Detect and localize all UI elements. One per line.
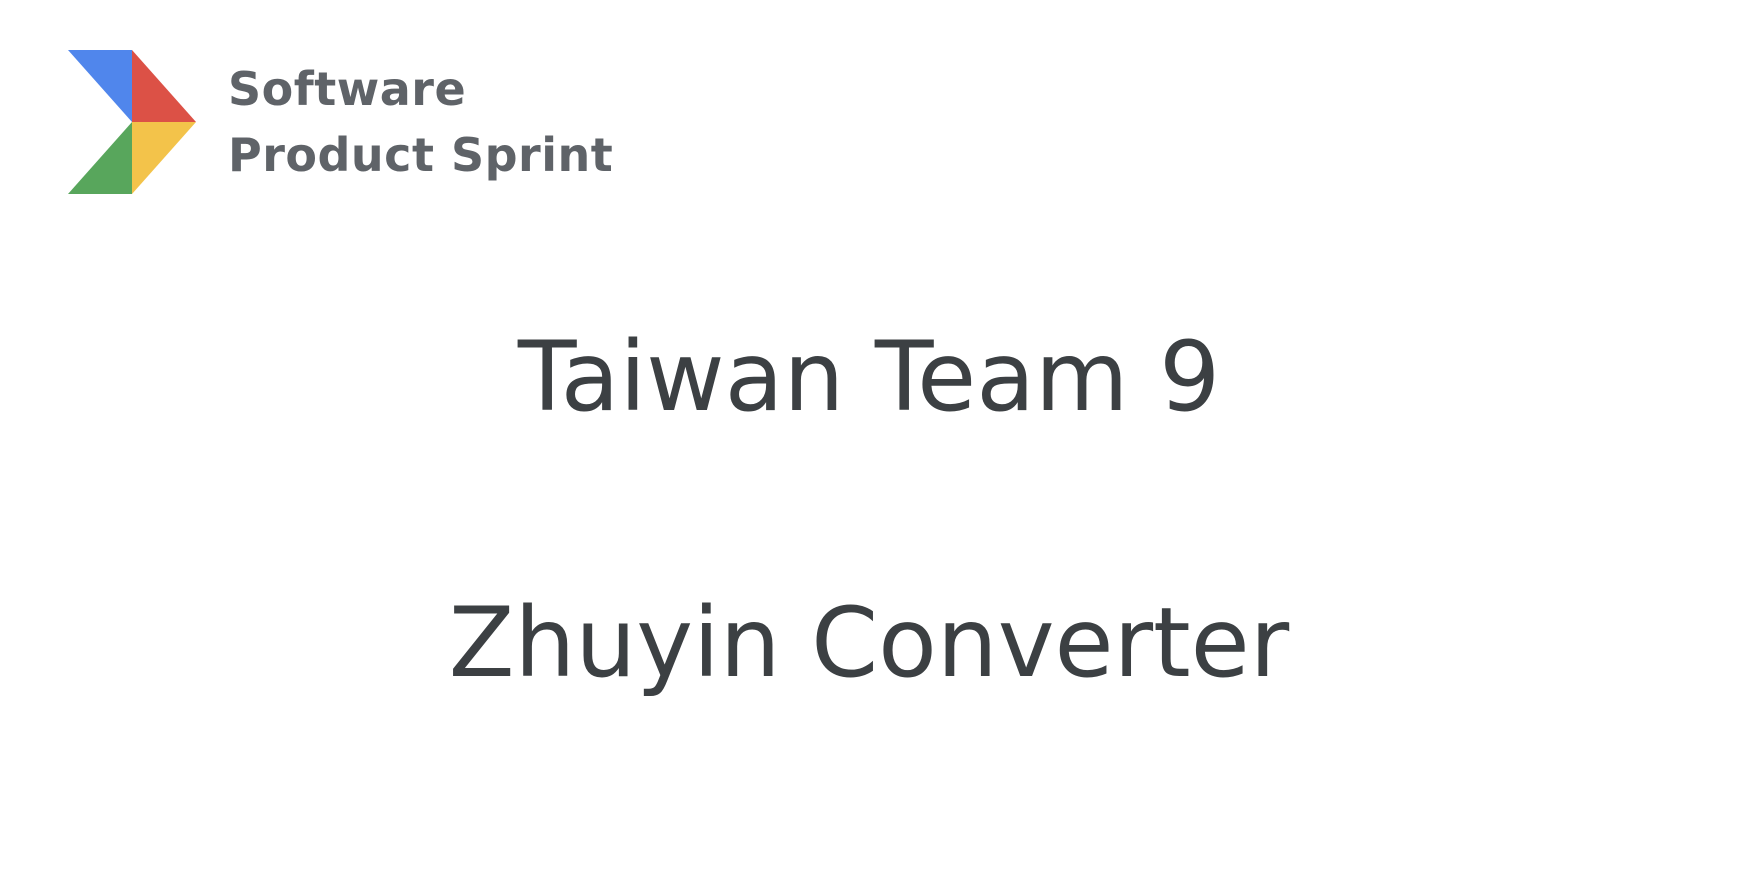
logo-green-triangle	[68, 122, 132, 194]
logo-line-1: Software	[228, 62, 467, 116]
logo-blue-triangle	[68, 50, 132, 122]
logo-red-triangle	[132, 50, 196, 122]
logo-line-2: Product Sprint	[228, 128, 614, 182]
logo-text: Software Product Sprint	[228, 56, 613, 188]
logo: Software Product Sprint	[68, 48, 613, 196]
logo-yellow-triangle	[132, 122, 196, 194]
sprint-logo-icon	[68, 50, 196, 194]
slide-title-project: Zhuyin Converter	[448, 587, 1290, 699]
slide-title-team: Taiwan Team 9	[517, 321, 1221, 433]
